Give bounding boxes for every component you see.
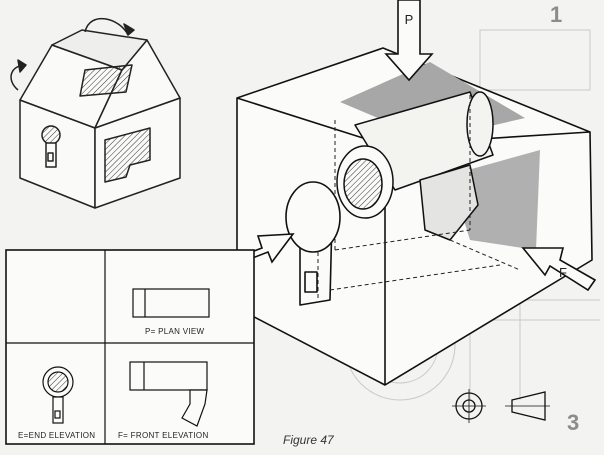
panel-number-3: 3 [567, 410, 579, 435]
front-elevation-label: F= FRONT ELEVATION [118, 431, 209, 440]
plan-view-arrow: P [384, 0, 434, 82]
figure-caption: Figure 47 [283, 433, 335, 447]
projected-end-disc [285, 181, 341, 253]
end-elevation-label: E=END ELEVATION [18, 431, 95, 440]
end-elevation-drawing [42, 366, 74, 424]
plan-arrow-label: P [405, 12, 414, 27]
orthographic-views-panel: P= PLAN VIEW E=END ELEVATION F= FRONT EL… [5, 249, 255, 445]
projection-symbol [452, 389, 550, 423]
hair-dryer-object [336, 91, 494, 241]
front-elevation-drawing [129, 361, 208, 427]
front-view-arrow: F [521, 247, 597, 292]
panel-number-1: 1 [550, 2, 562, 27]
front-arrow-label: F [559, 265, 567, 280]
unfolding-box-sketch [10, 17, 181, 209]
plan-view-drawing [132, 288, 210, 318]
plan-view-label: P= PLAN VIEW [145, 327, 205, 336]
